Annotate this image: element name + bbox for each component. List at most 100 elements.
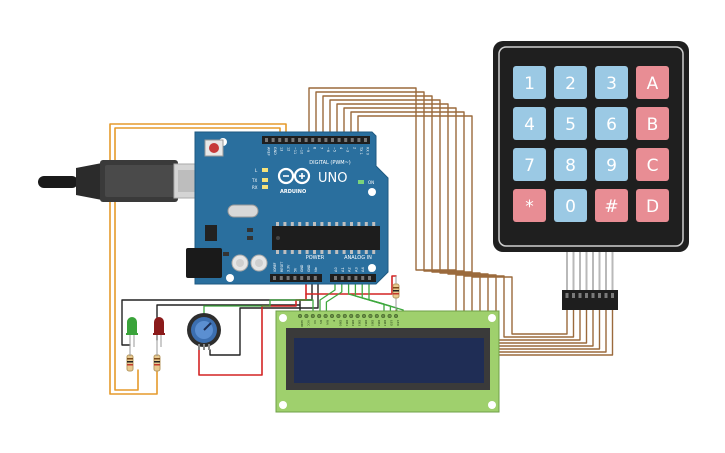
lcd-pin-label: RW: [326, 320, 330, 325]
power-pin-label: GND: [307, 264, 311, 272]
resistor-green-led: [126, 352, 134, 372]
digital-pin: [291, 138, 295, 142]
analog-header: [330, 274, 376, 282]
digital-pin-label: TX 1: [359, 146, 363, 155]
analog-pin-label: A3: [354, 267, 358, 272]
keypad-ribbon: [562, 252, 618, 310]
key-7[interactable]: 7: [513, 148, 546, 181]
analog-pin-label: A4: [361, 267, 365, 272]
digital-pin: [278, 138, 282, 142]
digital-pin-label: RX 0: [366, 147, 370, 155]
digital-pin-label: ~3: [346, 147, 350, 152]
rx-led: [262, 185, 268, 189]
digital-pin: [324, 138, 328, 142]
lcd-pin-label: RS: [319, 320, 323, 324]
digital-pin: [317, 138, 321, 142]
digital-pin-label: ~10: [300, 147, 304, 154]
analog-pin-label: A5: [368, 267, 372, 272]
digital-pin-label: 7: [319, 147, 323, 149]
key-label: 5: [565, 115, 576, 135]
wire: [315, 91, 607, 353]
lcd-pin-label: E: [332, 320, 336, 322]
tx-led: [262, 178, 268, 182]
power-pin-label: IOREF: [273, 262, 277, 272]
digital-pins: [265, 138, 367, 142]
digital-pin: [344, 138, 348, 142]
wire: [114, 127, 281, 391]
digital-label: DIGITAL (PWM~): [309, 160, 351, 166]
lcd-pin-label: VCC: [306, 320, 310, 326]
digital-pin: [331, 138, 334, 142]
key-B[interactable]: B: [636, 107, 669, 140]
key-3[interactable]: 3: [595, 66, 628, 99]
digital-pin: [364, 138, 367, 142]
key-0[interactable]: 0: [554, 189, 587, 222]
leds: [126, 317, 165, 372]
digital-pin: [284, 138, 288, 142]
rx-label: RX: [252, 185, 258, 190]
key-5[interactable]: 5: [554, 107, 587, 140]
lcd-pin-label: V0: [313, 320, 317, 324]
l-label: L: [255, 168, 258, 173]
wire: [336, 103, 588, 344]
digital-pin: [271, 138, 275, 142]
key-8[interactable]: 8: [554, 148, 587, 181]
key-9[interactable]: 9: [595, 148, 628, 181]
wire: [305, 275, 397, 295]
brand-label: ARDUINO: [280, 189, 306, 195]
wire: [357, 115, 568, 335]
power-pin-label: GND: [300, 264, 304, 272]
wire: [209, 279, 319, 356]
key-label: 7: [524, 156, 535, 176]
dc-jack: [186, 248, 222, 278]
key-label: D: [646, 197, 659, 217]
digital-pin: [350, 138, 354, 142]
resistor-red-led: [153, 352, 161, 372]
wire: [203, 299, 314, 317]
lcd-pin-label: LED: [390, 320, 394, 327]
digital-pin: [304, 138, 308, 142]
analog-label: ANALOG IN: [344, 255, 372, 261]
key-hash[interactable]: #: [595, 189, 628, 222]
lcd-pin-label: DB3: [358, 320, 362, 326]
key-6[interactable]: 6: [595, 107, 628, 140]
digital-pin-label: 4: [339, 147, 343, 149]
digital-pin-label: 13: [280, 147, 284, 151]
power-pin-label: RESET: [280, 262, 284, 272]
digital-pin-label: 8: [313, 147, 317, 149]
digital-pin: [357, 138, 361, 142]
key-label: 4: [524, 115, 535, 135]
tx-label: TX: [251, 178, 257, 183]
regulator: [205, 225, 217, 241]
digital-pin-label: 12: [286, 147, 290, 151]
analog-pin-label: A2: [348, 267, 352, 272]
key-label: 1: [524, 74, 535, 94]
key-label: 9: [606, 156, 617, 176]
key-C[interactable]: C: [636, 148, 669, 181]
key-1[interactable]: 1: [513, 66, 546, 99]
potentiometer[interactable]: [187, 313, 221, 350]
power-label: POWER: [306, 255, 325, 261]
lcd-pin-label: GND: [300, 320, 304, 328]
key-D[interactable]: D: [636, 189, 669, 222]
digital-pin-label: ~6: [326, 147, 330, 152]
wire: [343, 107, 581, 341]
lcd-pin-label: DB5: [370, 320, 374, 326]
wire: [329, 99, 594, 347]
key-label: 3: [606, 74, 617, 94]
power-pin-label: 5V: [293, 267, 297, 272]
analog-pin-label: A1: [341, 267, 345, 272]
key-2[interactable]: 2: [554, 66, 587, 99]
l-led: [262, 168, 268, 172]
wire: [319, 279, 336, 317]
key-A[interactable]: A: [636, 66, 669, 99]
power-pin-label: Vin: [314, 267, 318, 272]
on-led: [358, 180, 364, 184]
reset-button[interactable]: [204, 139, 224, 157]
key-4[interactable]: 4: [513, 107, 546, 140]
key-star[interactable]: *: [513, 189, 546, 222]
